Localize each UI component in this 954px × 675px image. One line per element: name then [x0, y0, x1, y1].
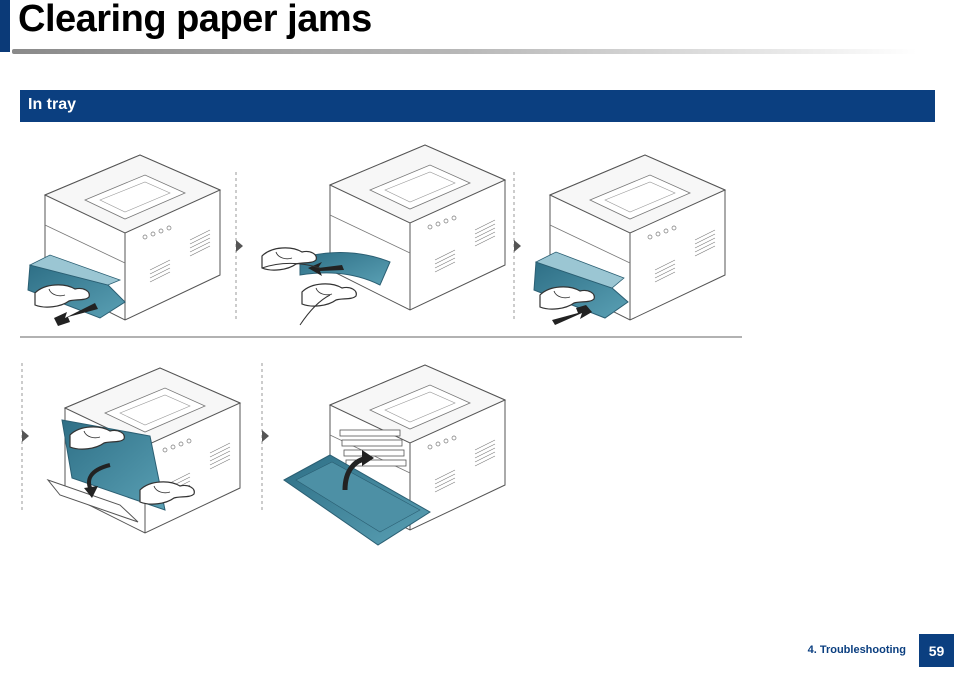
step-arrow-icon [236, 240, 243, 252]
title-accent-bar [0, 0, 10, 52]
footer-chapter: 4. Troubleshooting [808, 644, 906, 656]
title-underline [12, 49, 917, 54]
paper-jam-illustration [0, 140, 954, 560]
page-number: 59 [919, 634, 954, 667]
step-arrow-icon [262, 430, 269, 442]
step-3-illustration [534, 155, 725, 325]
step-5-illustration [284, 365, 505, 545]
section-title: In tray [28, 96, 76, 114]
step-4-illustration [48, 368, 240, 533]
page-title: Clearing paper jams [18, 0, 372, 41]
step-arrow-icon [514, 240, 521, 252]
step-1-illustration [28, 155, 220, 326]
step-arrow-icon [22, 430, 29, 442]
section-header: In tray [20, 90, 935, 122]
step-2-illustration [262, 145, 505, 325]
